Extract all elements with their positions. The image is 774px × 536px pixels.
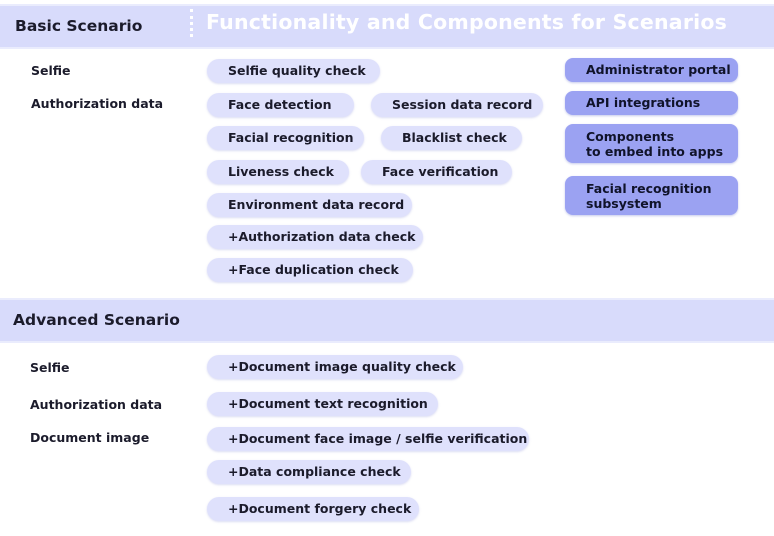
basic-scenario-title: Basic Scenario bbox=[15, 17, 143, 35]
pill-document-text-recognition: +Document text recognition bbox=[207, 392, 438, 416]
pill-document-image-quality-check: +Document image quality check bbox=[207, 355, 463, 379]
pill-data-compliance-check: +Data compliance check bbox=[207, 460, 411, 484]
basic-label-authorization-data: Authorization data bbox=[31, 96, 164, 111]
component-label-line2: to embed into apps bbox=[586, 144, 724, 159]
advanced-label-authorization-data: Authorization data bbox=[30, 397, 163, 412]
pill-face-detection: Face detection bbox=[207, 93, 354, 117]
pill-blacklist-check: Blacklist check bbox=[381, 126, 522, 150]
pill-environment-data-record: Environment data record bbox=[207, 193, 412, 217]
component-label: Administrator portal bbox=[586, 62, 731, 77]
pill-session-data-record: Session data record bbox=[371, 93, 543, 117]
header-divider bbox=[190, 9, 193, 37]
component-administrator-portal: Administrator portal bbox=[565, 58, 738, 82]
pill-selfie-quality-check: Selfie quality check bbox=[207, 59, 380, 83]
advanced-scenario-title: Advanced Scenario bbox=[13, 311, 180, 329]
advanced-label-document-image: Document image bbox=[30, 430, 150, 445]
component-label: Facial recognition bbox=[586, 181, 712, 196]
advanced-label-selfie: Selfie bbox=[30, 360, 70, 375]
pill-authorization-data-check: +Authorization data check bbox=[207, 225, 423, 249]
component-embed-components: Components to embed into apps bbox=[565, 124, 738, 163]
pill-document-face-selfie-verification: +Document face image / selfie verificati… bbox=[207, 427, 529, 451]
pill-document-forgery-check: +Document forgery check bbox=[207, 497, 419, 521]
basic-label-selfie: Selfie bbox=[31, 63, 71, 78]
component-label: API integrations bbox=[586, 95, 701, 110]
pill-face-duplication-check: +Face duplication check bbox=[207, 258, 413, 282]
component-facial-recognition-subsystem: Facial recognition subsystem bbox=[565, 176, 738, 215]
component-api-integrations: API integrations bbox=[565, 91, 738, 115]
pill-facial-recognition: Facial recognition bbox=[207, 126, 364, 150]
advanced-scenario-band bbox=[0, 298, 774, 343]
basic-scenario-band bbox=[0, 4, 774, 49]
component-label: Components bbox=[586, 129, 675, 144]
pill-liveness-check: Liveness check bbox=[207, 160, 349, 184]
page-heading: Functionality and Components for Scenari… bbox=[206, 10, 728, 34]
component-label-line2: subsystem bbox=[586, 196, 662, 211]
pill-face-verification: Face verification bbox=[361, 160, 512, 184]
